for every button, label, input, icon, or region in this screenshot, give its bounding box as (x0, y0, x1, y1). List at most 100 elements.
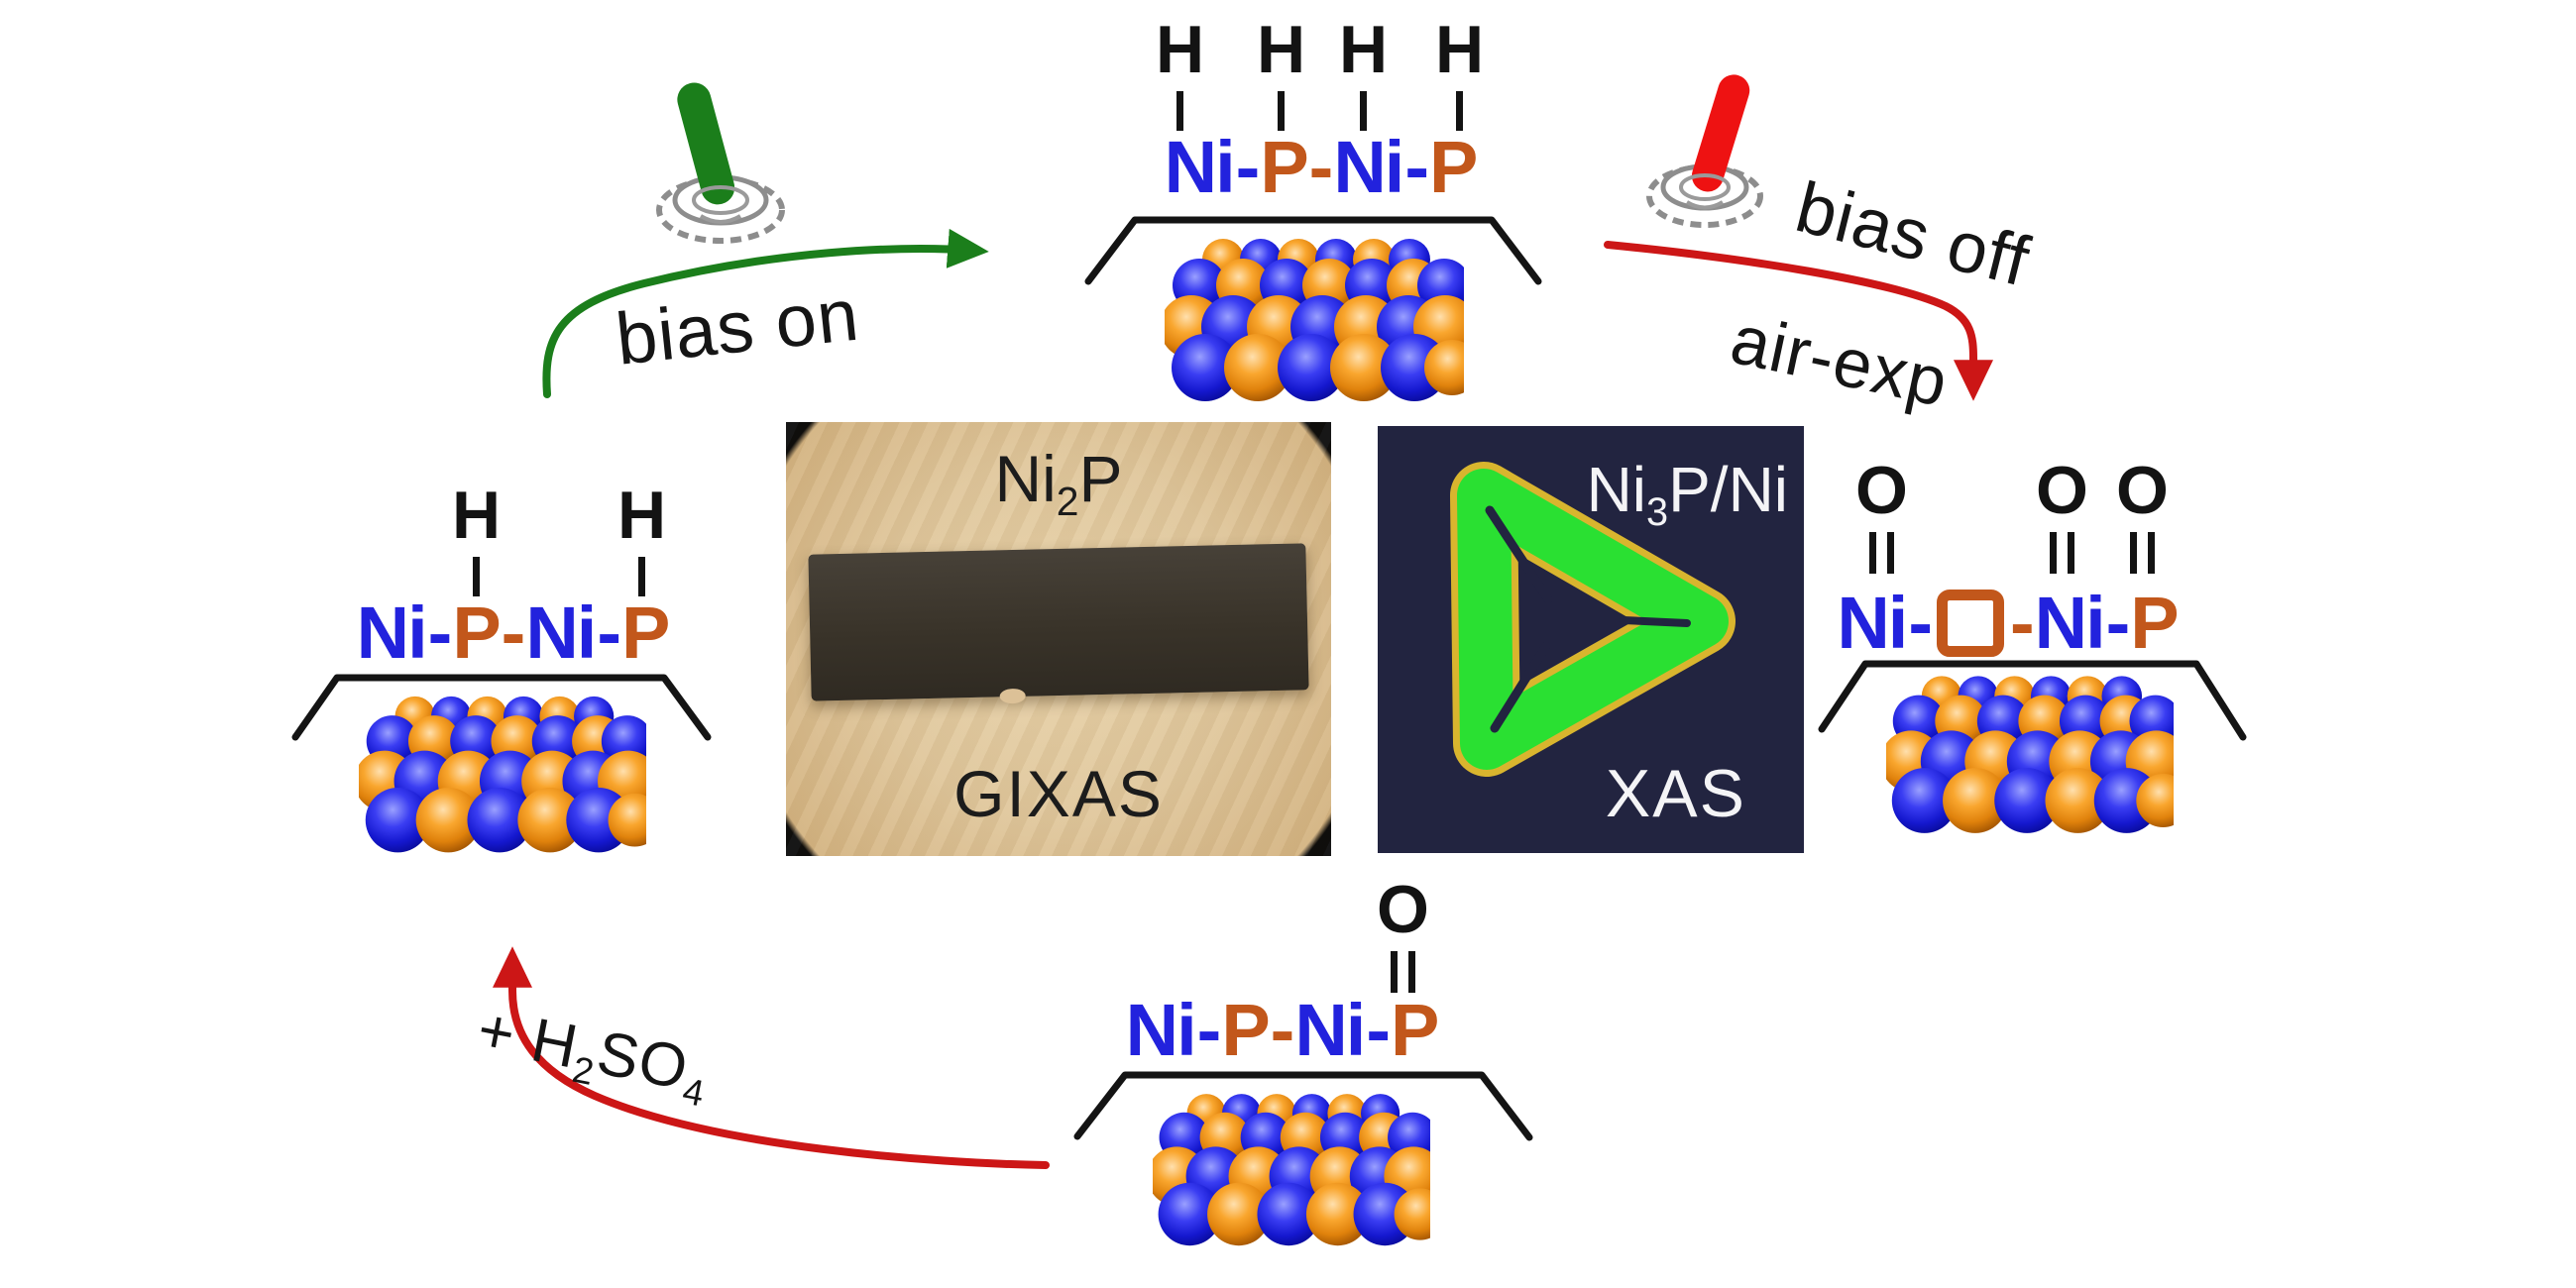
formula-token: - (1308, 126, 1334, 208)
surface-bracket (1084, 216, 1542, 285)
single-bond (1456, 90, 1464, 131)
ni3p-post: P/Ni (1668, 454, 1788, 525)
formula-token: Ni (1164, 126, 1236, 208)
formula-token: - (1908, 582, 1933, 664)
p-atom-sphere (1424, 340, 1464, 395)
o-adsorbate: O (1855, 453, 1908, 528)
h-adsorbate: H (1156, 12, 1205, 87)
o-adsorbate: O (2036, 453, 2088, 528)
surface-formula: Ni-P-Ni-P (299, 596, 726, 670)
ni3p-ni-label: Ni3P/Ni (1587, 458, 1788, 532)
double-bond (2129, 531, 2155, 574)
h-adsorbate: H (1339, 12, 1389, 87)
ni-atom-sphere (1257, 1182, 1320, 1246)
p-atom-sphere (608, 793, 646, 847)
formula-token: - (1404, 126, 1429, 208)
surface-bracket (291, 674, 712, 741)
formula-token: - (1196, 989, 1222, 1071)
formula-token: - (1235, 126, 1261, 208)
single-bond (473, 556, 481, 596)
o-adsorbate: O (2116, 453, 2169, 528)
xas-map-panel: Ni3P/Ni XAS (1378, 426, 1804, 853)
adsorbate-column: H (1257, 12, 1306, 131)
species-bottom-oxidized-surface: O Ni-P-Ni-P (1065, 874, 1551, 1288)
formula-token: Ni (525, 591, 597, 674)
ni2p-pre: Ni (994, 442, 1057, 515)
h2so4-label: + H2SO4 (471, 996, 714, 1115)
sample-strip (808, 543, 1309, 704)
adsorbate-column: O (1377, 872, 1429, 993)
formula-token: Ni (1333, 126, 1404, 208)
p-atom-sphere (415, 788, 481, 853)
vacancy-site-box (1936, 590, 2004, 657)
o-adsorbate: O (1377, 872, 1429, 947)
ni-atom-sphere (1994, 768, 2060, 833)
ni-atom-sphere (365, 788, 431, 853)
formula-token: Ni (1837, 582, 1908, 664)
adsorbate-column: O (2116, 453, 2169, 574)
adsorbate-column: O (1855, 453, 1908, 574)
p-atom-sphere (1207, 1182, 1271, 1246)
sample-notch (999, 688, 1026, 704)
formula-token: - (501, 591, 526, 674)
double-bond (1390, 950, 1415, 993)
ni3p-sub: 3 (1646, 489, 1669, 534)
formula-token: P (620, 591, 670, 674)
h2so4-pre: + H (472, 995, 584, 1082)
formula-token: P (452, 591, 501, 674)
double-bond (2049, 531, 2074, 574)
ni-atom-sphere (1278, 334, 1345, 401)
bias-on-toggle-icon (656, 82, 785, 244)
bias-off-label: bias off (1788, 167, 2038, 302)
formula-token: P (1221, 989, 1270, 1071)
nanoparticle-cluster (359, 696, 646, 853)
adsorbate-column: H (1435, 12, 1485, 131)
formula-token: - (1270, 989, 1295, 1071)
formula-token: Ni (2034, 582, 2106, 664)
double-bond (1868, 531, 1894, 574)
formula-token: P (1390, 989, 1439, 1071)
formula-token: Ni (1125, 989, 1197, 1071)
nanoparticle-cluster (1886, 676, 2174, 833)
surface-bracket (1818, 660, 2247, 741)
species-right-oxidized-vacancy-surface: O O O Ni--Ni-P (1814, 456, 2280, 852)
formula-token: Ni (356, 591, 428, 674)
ni2p-sub: 2 (1056, 479, 1079, 525)
ni3p-pre: Ni (1586, 454, 1647, 525)
triangular-particle-map (1450, 462, 1736, 777)
h2so4-so: SO (591, 1019, 695, 1104)
h-adsorbate: H (452, 478, 502, 553)
xas-technique-label: XAS (1605, 756, 1746, 831)
p-atom-sphere (1224, 334, 1291, 401)
adsorbate-column: O (2036, 453, 2088, 574)
ni-atom-sphere (1172, 334, 1239, 401)
formula-token: - (597, 591, 621, 674)
formula-token: P (1428, 126, 1478, 208)
adsorbate-column: H (617, 482, 666, 596)
surface-formula: Ni-P-Ni-P (1065, 994, 1498, 1067)
formula-token: - (2105, 582, 2131, 664)
h-adsorbate: H (1435, 12, 1485, 87)
formula-token: - (1366, 989, 1391, 1071)
species-left-hydrogenated-surface: H H Ni-P-Ni-P (287, 474, 714, 870)
p-atom-sphere (2136, 773, 2174, 828)
ni2p-label: Ni2P (786, 446, 1331, 522)
adsorbate-column: H (1339, 12, 1389, 131)
h-adsorbate: H (1257, 12, 1306, 87)
ni2p-post: P (1078, 442, 1123, 515)
p-atom-sphere (1305, 1182, 1370, 1246)
formula-token: P (1260, 126, 1308, 208)
gixas-technique-label: GIXAS (953, 757, 1164, 830)
gixas-sample-photo: Ni2P GIXAS (786, 422, 1331, 856)
p-atom-sphere (1943, 768, 2008, 833)
nanoparticle-cluster (1153, 1094, 1430, 1246)
p-atom-sphere (517, 788, 583, 853)
nanoparticle-cluster (1165, 239, 1464, 401)
formula-token: - (2009, 582, 2035, 664)
bias-on-label: bias on (612, 272, 863, 380)
adsorbate-column: H (452, 478, 502, 596)
single-bond (638, 556, 646, 596)
p-atom-sphere (1330, 334, 1398, 401)
surface-bracket (1073, 1071, 1533, 1141)
